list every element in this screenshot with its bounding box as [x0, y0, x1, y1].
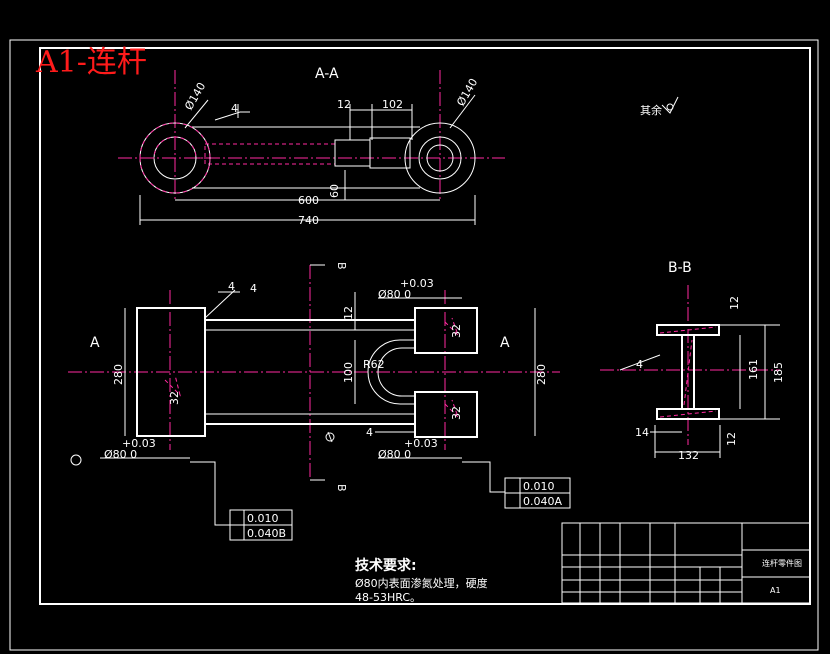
svg-text:0.040A: 0.040A — [523, 495, 562, 508]
svg-text:161: 161 — [747, 359, 760, 380]
svg-text:4: 4 — [366, 426, 373, 439]
svg-text:Ø80 0: Ø80 0 — [378, 288, 411, 301]
svg-text:+0.03: +0.03 — [122, 437, 156, 450]
section-label-bb: B-B — [668, 260, 692, 276]
roughness-note: 其余 — [640, 103, 662, 117]
svg-text:4: 4 — [250, 282, 257, 295]
svg-text:12: 12 — [342, 306, 355, 320]
tolerance-frame-right: 0.010 0.040A — [462, 461, 571, 509]
svg-text:0.010: 0.010 — [247, 512, 279, 525]
svg-text:132: 132 — [678, 449, 699, 462]
top-view — [118, 70, 505, 225]
outer-border — [9, 39, 819, 651]
svg-text:60: 60 — [328, 184, 341, 198]
svg-text:Ø80 0: Ø80 0 — [104, 448, 137, 461]
svg-text:48-53HRC。: 48-53HRC。 — [355, 591, 421, 604]
svg-text:连杆零件图: 连杆零件图 — [762, 558, 802, 568]
roughness-icon — [661, 96, 679, 114]
svg-text:32: 32 — [450, 324, 463, 338]
svg-text:12: 12 — [337, 98, 351, 111]
svg-text:0.010: 0.010 — [523, 480, 555, 493]
svg-text:4: 4 — [636, 358, 643, 371]
svg-text:600: 600 — [298, 194, 319, 207]
svg-text:Ø140: Ø140 — [182, 80, 208, 112]
section-label-aa: A-A — [315, 66, 339, 82]
svg-text:14: 14 — [635, 426, 649, 439]
svg-text:Ø140: Ø140 — [454, 76, 480, 108]
svg-text:Ø80 0: Ø80 0 — [378, 448, 411, 461]
svg-text:A: A — [500, 335, 510, 351]
title-block: 连杆零件图 A1 — [561, 522, 811, 604]
svg-text:A1: A1 — [770, 586, 781, 595]
top-view-dim-labels: Ø140 Ø140 4 12 102 60 600 740 — [182, 76, 480, 227]
svg-text:32: 32 — [450, 406, 463, 420]
svg-text:R62: R62 — [363, 358, 385, 371]
svg-text:280: 280 — [112, 364, 125, 385]
inner-border — [39, 47, 811, 605]
front-view — [68, 264, 560, 481]
tolerance-frame-left: 0.010 0.040B — [190, 461, 293, 541]
svg-text:B: B — [335, 262, 348, 270]
svg-text:4: 4 — [231, 102, 238, 115]
svg-text:32: 32 — [168, 391, 181, 405]
section-bb-dim-labels: 12 185 161 4 14 12 132 — [635, 296, 785, 462]
svg-text:+0.03: +0.03 — [404, 437, 438, 450]
svg-text:4: 4 — [228, 280, 235, 293]
svg-text:A: A — [90, 335, 100, 351]
svg-text:185: 185 — [772, 362, 785, 383]
svg-text:100: 100 — [342, 362, 355, 383]
front-view-dim-labels: B B 4 4 +0.03 Ø80 0 12 32 R62 100 280 28… — [90, 262, 548, 492]
svg-text:+0.03: +0.03 — [400, 277, 434, 290]
svg-text:B: B — [335, 484, 348, 492]
drawing-title: A1-连杆 — [35, 45, 147, 80]
section-bb-view — [600, 285, 780, 458]
svg-text:12: 12 — [725, 432, 738, 446]
svg-text:12: 12 — [728, 296, 741, 310]
datum-icon — [70, 454, 82, 466]
svg-text:技术要求:: 技术要求: — [355, 557, 417, 574]
svg-text:0.040B: 0.040B — [247, 527, 286, 540]
svg-text:102: 102 — [382, 98, 403, 111]
svg-text:740: 740 — [298, 214, 319, 227]
svg-text:Ø80内表面渗氮处理，硬度: Ø80内表面渗氮处理，硬度 — [355, 576, 488, 590]
tech-requirements: 技术要求: Ø80内表面渗氮处理，硬度 48-53HRC。 — [355, 557, 488, 604]
svg-text:280: 280 — [535, 364, 548, 385]
